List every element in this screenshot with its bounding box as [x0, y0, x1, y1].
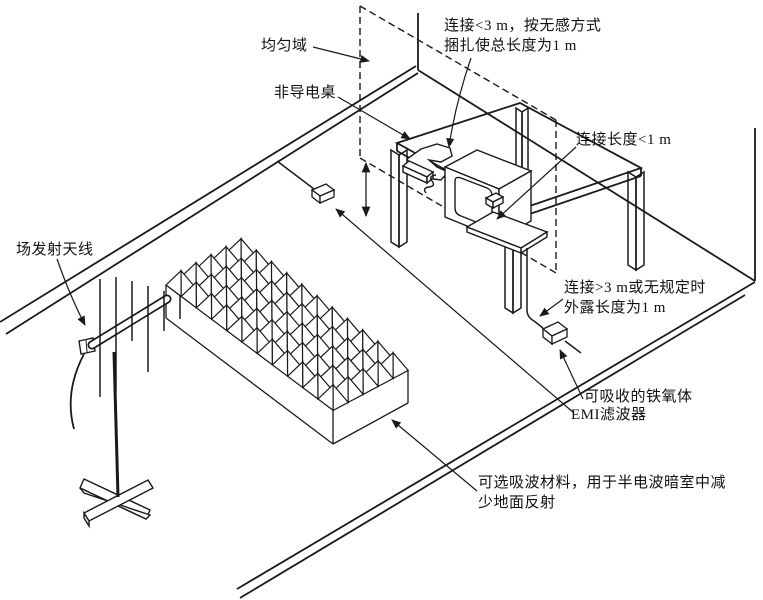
antenna-mast: [114, 352, 118, 497]
pointer-ferrite-right: [560, 349, 583, 399]
mouse-device: [486, 193, 503, 208]
pointer-absorber: [391, 419, 477, 491]
label-connection-under-3m: 连接<3 m，按无感方式 捆扎使总长度为1 m: [444, 16, 601, 56]
uniform-plane-top-edge: [360, 6, 556, 120]
pointer-non-conductive-table: [338, 97, 411, 139]
pointer-ferrite-left: [335, 208, 574, 413]
absorber-front-left-bottom: [166, 318, 333, 444]
antenna-boom-core: [92, 299, 167, 345]
cable-after-filter: [565, 341, 581, 353]
absorber-pyramid: [393, 353, 408, 379]
pointer-field-antenna: [57, 259, 85, 326]
absorber-pyramid: [333, 385, 348, 411]
label-connection-under-3m-line2: 捆扎使总长度为1 m: [444, 38, 577, 54]
label-connection-under-3m-line1: 连接<3 m，按无感方式: [444, 18, 602, 34]
cables-and-filters: [277, 161, 581, 353]
label-ferrite-filter-line1: 可吸收的铁氧体: [584, 389, 693, 405]
floor-front-edge-b: [240, 295, 745, 598]
antenna-elements: [100, 277, 180, 397]
absorber-pyramids: [166, 239, 408, 411]
table-cable-squiggle: [425, 175, 436, 193]
pointer-connection-over-3m: [539, 299, 563, 317]
wall-cable: [277, 161, 314, 189]
ferrite-filter-right: [543, 322, 567, 344]
label-absorber-line1: 可选吸波材料，用于半电波暗室中减: [478, 475, 727, 491]
floor-front-edge-a: [237, 282, 755, 589]
chamber-outline: [0, 13, 755, 598]
label-connection-over-3m-line2: 外露长度为1 m: [564, 300, 666, 316]
label-connection-over-3m-line1: 连接>3 m或无规定时: [564, 280, 706, 296]
feed-box-detail: [86, 340, 87, 352]
equipment: [403, 144, 547, 253]
ferrite-filter-left: [312, 184, 334, 203]
antenna-cross-base: [80, 479, 153, 526]
uniform-field-plane: [360, 6, 556, 273]
label-non-conductive-table: 非导电桌: [274, 85, 337, 101]
left-wall-floor-edge-b: [6, 73, 418, 334]
table-drop-cable: [527, 248, 543, 328]
pointer-uniform-area: [313, 47, 370, 63]
absorber-pyramid: [378, 361, 393, 387]
left-wall-floor-edge-a: [0, 66, 416, 322]
absorber-pyramid: [363, 369, 378, 395]
absorber-block: [166, 239, 408, 444]
absorber-pyramid: [348, 377, 363, 403]
right-wall-floor-edge: [418, 70, 755, 281]
absorber-pyramid: [166, 271, 181, 297]
label-absorber-line2: 少地面反射: [478, 495, 556, 511]
label-connection-over-3m: 连接>3 m或无规定时 外露长度为1 m: [564, 278, 706, 318]
label-connection-length-1m: 连接长度<1 m: [576, 132, 672, 148]
keyboard: [467, 212, 547, 253]
pointer-connection-1m: [496, 147, 576, 220]
eut-base-slab: [403, 161, 433, 183]
label-field-antenna: 场发射天线: [16, 242, 94, 258]
antenna-cable: [71, 354, 84, 429]
field-antenna: [71, 277, 180, 526]
callout-pointers: [57, 47, 583, 491]
pointer-connection-under-3m: [446, 58, 471, 148]
absorber-front-right-bottom: [333, 403, 408, 444]
label-uniform-area: 均匀域: [261, 38, 308, 54]
label-absorber: 可选吸波材料，用于半电波暗室中减 少地面反射: [478, 473, 726, 513]
label-ferrite-filter-line2: EMI滤波器: [571, 407, 647, 423]
